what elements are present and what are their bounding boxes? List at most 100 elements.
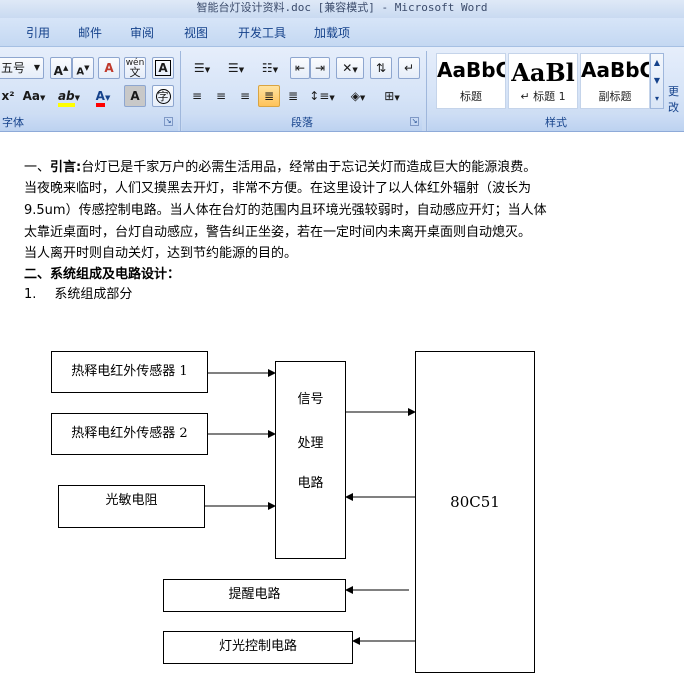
highlight-icon: ab <box>57 89 75 107</box>
line-spacing-icon: ↕≡ <box>309 89 330 103</box>
signal-box-line-2: 处理 <box>297 436 324 451</box>
show-marks-button[interactable]: ↵ <box>398 57 420 79</box>
shrink-font-button[interactable]: A▼ <box>72 57 94 79</box>
multilevel-list-icon: ☷ <box>261 61 273 75</box>
intro-line-2: 当夜晚来临时，人们又摸黑去开灯，非常不方便。在这里设计了以人体红外辐射（波长为 <box>24 181 532 196</box>
tab-mailings[interactable]: 邮件 <box>78 26 103 40</box>
light-control-box: 灯光控制电路 <box>163 631 353 664</box>
decrease-indent-icon: ⇤ <box>294 61 306 75</box>
font-size-select[interactable]: 五号 ▼ <box>0 57 44 79</box>
style-subtitle[interactable]: AaBbC 副标题 <box>580 53 650 109</box>
style-heading-1[interactable]: AaBl ↵ 标题 1 <box>508 53 578 109</box>
tab-references[interactable]: 引用 <box>26 26 51 40</box>
font-dialog-launcher[interactable]: ↘ <box>164 117 173 126</box>
change-case-icon: Aa <box>22 89 40 103</box>
group-separator <box>426 51 427 131</box>
increase-indent-button[interactable]: ⇥ <box>310 57 330 79</box>
tab-review[interactable]: 审阅 <box>130 26 155 40</box>
intro-line-1: 一、引言:台灯已是千家万户的必需生活用品，经常由于忘记关灯而造成巨大的能源浪费。 <box>24 160 536 176</box>
align-right-icon: ≡ <box>239 89 251 103</box>
chevron-down-icon: ▼ <box>33 63 40 72</box>
grow-font-icon: A <box>53 64 63 78</box>
superscript-icon: x² <box>1 89 15 103</box>
align-center-icon: ≡ <box>215 89 227 103</box>
chinese-layout-button[interactable]: ✕▼ <box>336 57 364 79</box>
distributed-icon: ≣ <box>287 89 299 103</box>
char-shading-button[interactable]: A <box>124 85 146 107</box>
signal-box-line-3: 电路 <box>297 476 324 491</box>
char-shading-icon: A <box>130 89 140 103</box>
clear-format-icon: A <box>104 61 114 75</box>
decrease-indent-button[interactable]: ⇤ <box>290 57 310 79</box>
document-page[interactable]: 一、引言:台灯已是千家万户的必需生活用品，经常由于忘记关灯而造成巨大的能源浪费。… <box>0 132 684 698</box>
numbering-button[interactable]: ☰▼ <box>227 61 245 75</box>
phonetic-guide-top: wén <box>125 58 145 68</box>
paragraph-group-title: 段落 <box>182 115 422 131</box>
paragraph-dialog-launcher[interactable]: ↘ <box>410 117 419 126</box>
tab-view[interactable]: 视图 <box>184 26 209 40</box>
diagram-arrows <box>205 369 416 645</box>
sort-icon: ⇅ <box>375 61 387 75</box>
sensor-2-box: 热释电红外传感器 2 <box>51 413 208 455</box>
intro-prefix: 一、 <box>24 160 51 175</box>
sensor-1-box: 热释电红外传感器 1 <box>51 351 208 393</box>
shading-button[interactable]: ◈▼ <box>350 89 366 103</box>
change-styles-button[interactable]: 更改 <box>668 85 679 114</box>
group-separator <box>180 51 181 131</box>
mcu-box: 80C51 <box>415 351 535 673</box>
intro-line-3: 9.5um）传感控制电路。当人体在台灯的范围内且环境光强较弱时，自动感应开灯；当… <box>24 203 547 218</box>
align-center-button[interactable]: ≡ <box>210 85 232 107</box>
borders-button[interactable]: ⊞▼ <box>384 89 400 103</box>
line-spacing-button[interactable]: ↕≡▼ <box>309 89 335 103</box>
char-border-icon: A <box>155 60 171 76</box>
reminder-circuit-box: 提醒电路 <box>163 579 346 612</box>
intro-line-5: 当人离开时则自动关灯，达到节约能源的目的。 <box>24 246 298 261</box>
more-styles-icon: ▾ <box>654 94 659 103</box>
justify-icon: ≣ <box>263 89 275 103</box>
font-size-value: 五号 <box>1 61 26 75</box>
enclose-char-icon: 字 <box>155 89 171 104</box>
ribbon-tab-bar: 引用 邮件 审阅 视图 开发工具 加载项 <box>0 18 684 46</box>
signal-processing-box: 信号 处理 电路 <box>275 361 346 559</box>
pilcrow-icon: ↵ <box>403 61 415 75</box>
align-right-button[interactable]: ≡ <box>234 85 256 107</box>
style-sample-title: AaBbC <box>437 58 505 82</box>
tab-add-ins[interactable]: 加载项 <box>314 26 351 40</box>
photoresistor-box: 光敏电阻 <box>58 485 205 528</box>
char-border-button[interactable]: A <box>152 57 174 79</box>
border-grid-icon: ⊞ <box>384 89 395 103</box>
ribbon: 五号▼ A▲ A▼ A wén 文 A x² Aa▼ ab▼ A▼ A 字 字体… <box>0 46 684 132</box>
style-sample-subtitle: AaBbC <box>581 58 649 82</box>
grow-font-button[interactable]: A▲ <box>50 57 72 79</box>
enclose-char-button[interactable]: 字 <box>152 85 174 107</box>
change-case-button[interactable]: Aa▼ <box>22 89 46 103</box>
align-left-button[interactable]: ≡ <box>186 85 208 107</box>
multilevel-list-button[interactable]: ☷▼ <box>261 61 279 75</box>
bullets-button[interactable]: ☰▼ <box>193 61 211 75</box>
scroll-up-icon: ▲ <box>653 58 661 67</box>
align-left-icon: ≡ <box>191 89 203 103</box>
highlight-button[interactable]: ab▼ <box>54 85 84 107</box>
style-title[interactable]: AaBbC 标题 <box>436 53 506 109</box>
window-title: 智能台灯设计资料.doc [兼容模式] - Microsoft Word <box>0 0 684 18</box>
superscript-button[interactable]: x² <box>0 85 18 107</box>
list-item-1: 1.系统组成部分 <box>24 287 132 303</box>
numbered-list-icon: ☰ <box>227 61 239 75</box>
distributed-button[interactable]: ≣ <box>282 85 304 107</box>
sort-button[interactable]: ⇅ <box>370 57 392 79</box>
font-color-button[interactable]: A▼ <box>88 85 118 107</box>
tab-developer[interactable]: 开发工具 <box>238 26 287 40</box>
phonetic-guide-char: 文 <box>129 66 141 79</box>
intro-text-1: 台灯已是千家万户的必需生活用品，经常由于忘记关灯而造成巨大的能源浪费。 <box>81 160 537 175</box>
font-color-icon: A <box>95 89 105 107</box>
style-sample-heading-1: AaBl <box>511 58 575 87</box>
styles-scroll[interactable]: ▲ ▼ ▾ <box>650 53 664 109</box>
clear-format-button[interactable]: A <box>98 57 120 79</box>
intro-line-4: 太靠近桌面时，台灯自动感应，警告纠正坐姿，若在一定时间内未离开桌面则自动熄灭。 <box>24 225 532 240</box>
increase-indent-icon: ⇥ <box>314 61 326 75</box>
justify-button[interactable]: ≣ <box>258 85 280 107</box>
scroll-down-icon: ▼ <box>653 76 661 85</box>
list-item-text: 系统组成部分 <box>54 287 133 302</box>
styles-group-title: 样式 <box>428 115 684 131</box>
phonetic-guide-button[interactable]: wén 文 <box>124 57 146 79</box>
